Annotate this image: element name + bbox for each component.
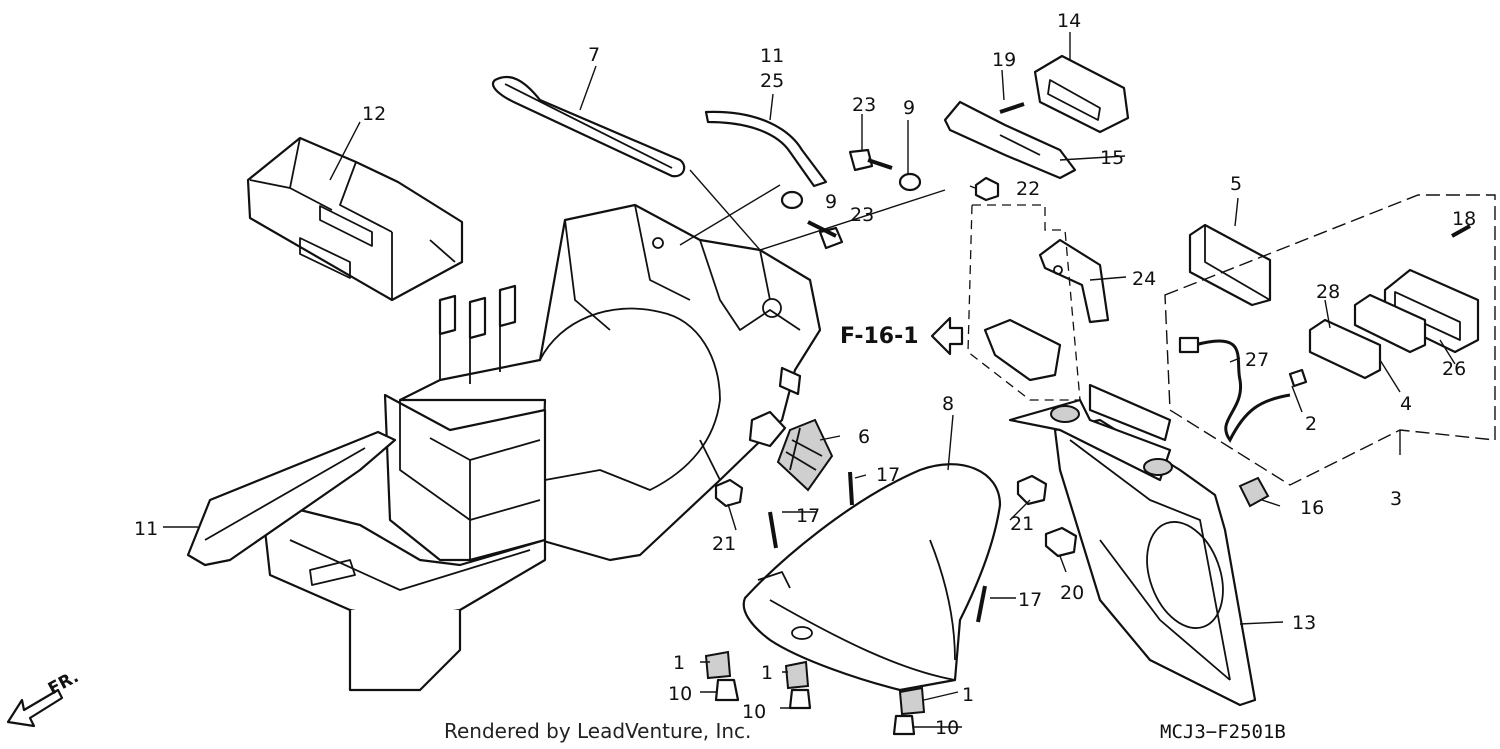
part-license-light-base: [1308, 318, 1382, 380]
callout-labels: 1 1 1 2 3 4 5 6 7 8 9 9 10 10 10 11 11 1…: [134, 10, 1476, 739]
callout-9a: 9: [903, 97, 915, 119]
part-harness: [1178, 336, 1291, 443]
part-reflector: [748, 410, 834, 492]
part-hugger: [742, 463, 1002, 692]
callout-9b: 9: [825, 191, 837, 213]
part-light-cover: [1033, 54, 1130, 134]
part-seal-strip: [492, 75, 686, 178]
callout-23a: 23: [852, 94, 876, 116]
part-rear-fender: [263, 203, 822, 692]
callout-21b: 21: [1010, 513, 1034, 535]
callout-11-top: 11: [760, 45, 784, 67]
callout-4: 4: [1400, 393, 1412, 415]
part-light-holder: [943, 100, 1077, 180]
callout-10b: 10: [742, 701, 766, 723]
callout-14: 14: [1057, 10, 1081, 32]
callout-21a: 21: [712, 533, 736, 555]
callout-3: 3: [1390, 488, 1402, 510]
callout-28: 28: [1316, 281, 1340, 303]
part-battery-cover: [246, 136, 464, 302]
callout-17c: 17: [1018, 589, 1042, 611]
callout-17a: 17: [876, 464, 900, 486]
callout-5: 5: [1230, 173, 1242, 195]
reference-label: F-16-1: [840, 324, 919, 349]
callout-20: 20: [1060, 582, 1084, 604]
part-license-bracket: [1008, 383, 1257, 707]
callout-8: 8: [942, 393, 954, 415]
part-bracket-clamp: [983, 318, 1062, 382]
callout-2: 2: [1305, 413, 1317, 435]
callout-6: 6: [858, 426, 870, 448]
group-outlines: [967, 194, 1496, 486]
callout-16: 16: [1300, 497, 1324, 519]
callout-22: 22: [1016, 178, 1040, 200]
reference-arrow-f16: F-16-1: [840, 316, 964, 356]
leader-lines: [163, 32, 1456, 728]
callout-1b: 1: [761, 662, 773, 684]
fasteners: [704, 102, 1471, 736]
callout-25: 25: [760, 70, 784, 92]
callout-10c: 10: [935, 717, 959, 739]
part-side-strip: [186, 430, 397, 567]
callout-1a: 1: [673, 652, 685, 674]
callout-26: 26: [1442, 358, 1466, 380]
part-cushion-strip: [704, 110, 828, 188]
callout-18: 18: [1452, 208, 1476, 230]
callout-7: 7: [588, 44, 600, 66]
callout-10a: 10: [668, 683, 692, 705]
callout-19: 19: [992, 49, 1016, 71]
part-license-light-gasket: [1353, 293, 1427, 354]
part-lamp: [1188, 223, 1272, 307]
callout-17b: 17: [796, 505, 820, 527]
callout-13: 13: [1292, 612, 1316, 634]
callout-12: 12: [362, 103, 386, 125]
callout-15: 15: [1100, 147, 1124, 169]
callout-1c: 1: [962, 684, 974, 706]
callout-11-left: 11: [134, 518, 158, 540]
callout-27: 27: [1245, 349, 1269, 371]
callout-23b: 23: [850, 204, 874, 226]
callout-24: 24: [1132, 268, 1156, 290]
diagram-code: MCJ3−F2501B: [1160, 721, 1286, 743]
part-bracket: [1038, 238, 1110, 324]
front-direction-indicator: FR.: [6, 667, 82, 728]
footer-credit: Rendered by LeadVenture, Inc.: [444, 719, 751, 743]
